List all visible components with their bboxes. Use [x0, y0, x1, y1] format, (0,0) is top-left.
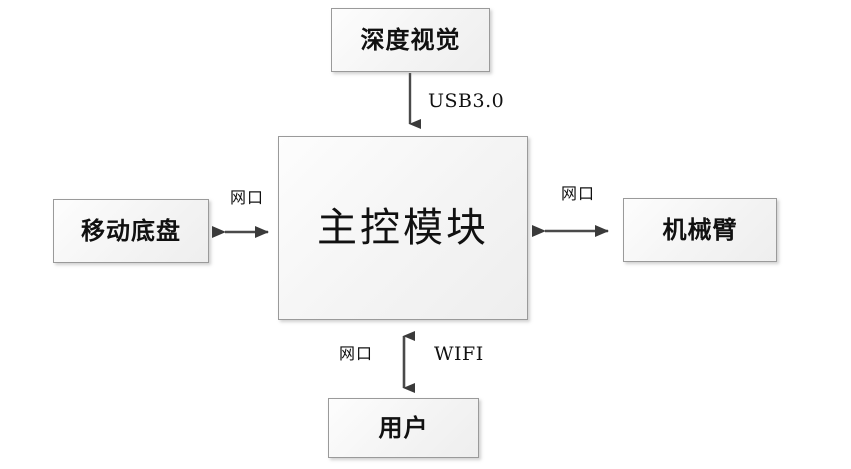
- edge-label-chassis-network-port: 网口: [230, 188, 265, 207]
- node-mobile-chassis[interactable]: 移动底盘: [53, 199, 209, 263]
- node-user[interactable]: 用户: [328, 398, 479, 458]
- node-mobile-chassis-label: 移动底盘: [81, 216, 181, 245]
- node-main-control-module[interactable]: 主控模块: [278, 136, 528, 320]
- edge-label-user-wifi: WIFI: [434, 343, 484, 365]
- node-robotic-arm-label: 机械臂: [662, 215, 738, 244]
- node-user-label: 用户: [378, 413, 429, 442]
- node-depth-vision[interactable]: 深度视觉: [331, 8, 490, 72]
- node-depth-vision-label: 深度视觉: [360, 25, 461, 54]
- edge-label-usb3: USB3.0: [428, 90, 505, 112]
- edge-label-user-network-port: 网口: [339, 344, 374, 363]
- node-robotic-arm[interactable]: 机械臂: [623, 198, 777, 262]
- edge-label-arm-network-port: 网口: [561, 184, 596, 203]
- node-main-control-module-label: 主控模块: [317, 205, 489, 251]
